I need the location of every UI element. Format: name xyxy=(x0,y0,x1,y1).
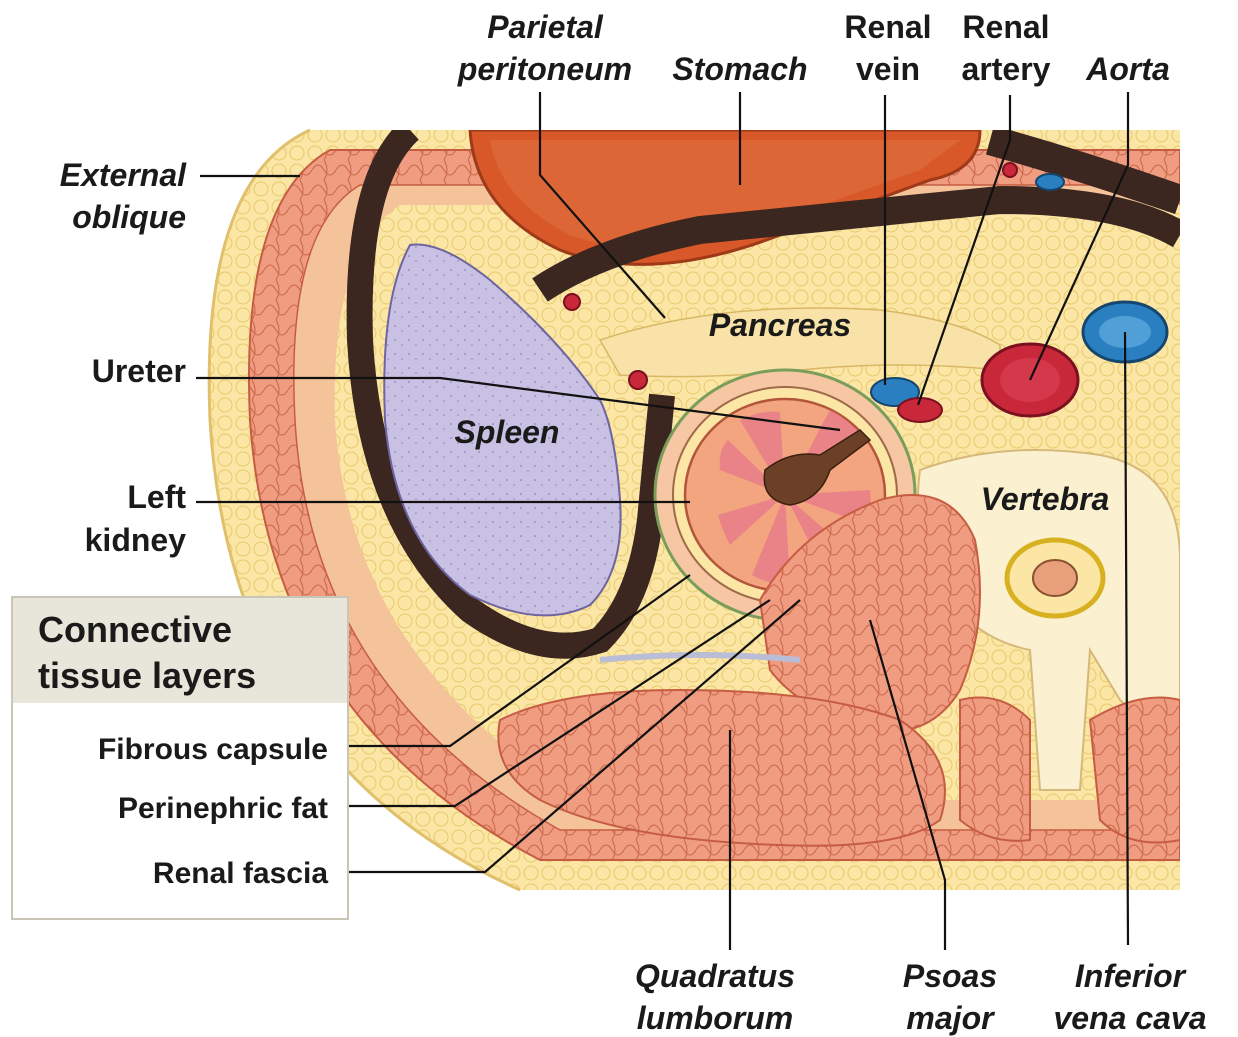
spinal-cord xyxy=(1033,560,1077,596)
label-renal-artery-1: Renal xyxy=(962,9,1049,45)
label-aorta: Aorta xyxy=(1085,51,1170,87)
label-external-oblique-1: External xyxy=(60,157,187,193)
label-inferior-vena-cava-1: Inferior xyxy=(1075,958,1187,994)
label-vertebra: Vertebra xyxy=(981,481,1110,517)
label-external-oblique-2: oblique xyxy=(72,199,186,235)
legend-item-perinephric-fat: Perinephric fat xyxy=(118,792,328,825)
label-spleen: Spleen xyxy=(455,414,560,450)
label-psoas-major-1: Psoas xyxy=(903,958,997,994)
legend-item-fibrous-capsule: Fibrous capsule xyxy=(98,733,328,766)
label-renal-vein-1: Renal xyxy=(844,9,931,45)
label-left-kidney-2: kidney xyxy=(85,522,187,558)
label-quadratus-lumborum-1: Quadratus xyxy=(635,958,795,994)
label-parietal-peritoneum-1: Parietal xyxy=(487,9,604,45)
label-renal-vein-2: vein xyxy=(856,51,920,87)
legend-title-line-1: Connective xyxy=(38,609,232,650)
label-pancreas: Pancreas xyxy=(709,307,851,343)
label-renal-artery-2: artery xyxy=(962,51,1051,87)
label-left-kidney-1: Left xyxy=(127,479,186,515)
label-quadratus-lumborum-2: lumborum xyxy=(637,1000,793,1036)
legend-title-line-2: tissue layers xyxy=(38,655,256,696)
label-psoas-major-2: major xyxy=(906,1000,995,1036)
label-inferior-vena-cava-2: vena cava xyxy=(1053,1000,1206,1036)
label-parietal-peritoneum-2: peritoneum xyxy=(457,51,632,87)
label-ureter: Ureter xyxy=(92,353,186,389)
connective-tissue-legend: Connective tissue layers Fibrous capsule… xyxy=(12,597,348,919)
label-stomach: Stomach xyxy=(672,51,807,87)
legend-item-renal-fascia: Renal fascia xyxy=(153,857,328,890)
